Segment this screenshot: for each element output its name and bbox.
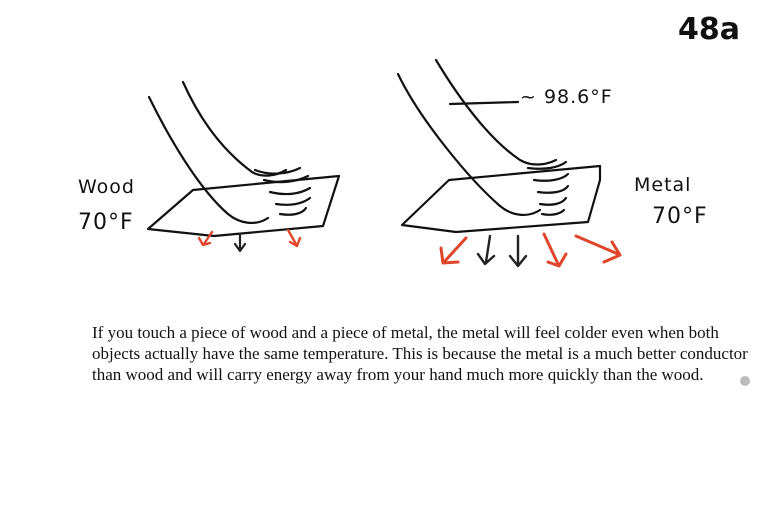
paper-speck: [740, 376, 750, 386]
wood-temperature: 70°F: [78, 210, 134, 235]
page-number: 48a: [678, 12, 740, 47]
arrow-down-icon: [508, 234, 528, 268]
caption-paragraph: If you touch a piece of wood and a piece…: [92, 323, 748, 384]
arrow-down-icon: [197, 230, 214, 247]
arrow-down-icon: [439, 236, 468, 265]
arrow-down-icon: [476, 234, 496, 266]
right-hand-icon: [396, 58, 570, 216]
arrow-down-icon: [286, 228, 302, 248]
arrow-down-icon: [574, 234, 622, 264]
arrow-down-icon: [233, 232, 247, 253]
metal-heat-arrows: [439, 232, 622, 268]
wood-label: Wood: [78, 176, 135, 198]
arrow-down-icon: [542, 232, 568, 268]
metal-label: Metal: [634, 174, 692, 196]
metal-block: [400, 164, 602, 234]
left-hand-icon: [147, 80, 312, 224]
skin-temperature-label: ~ 98.6°F: [520, 86, 613, 108]
wood-heat-arrows: [197, 228, 302, 253]
metal-temperature: 70°F: [652, 204, 708, 229]
wood-block: [146, 174, 341, 238]
